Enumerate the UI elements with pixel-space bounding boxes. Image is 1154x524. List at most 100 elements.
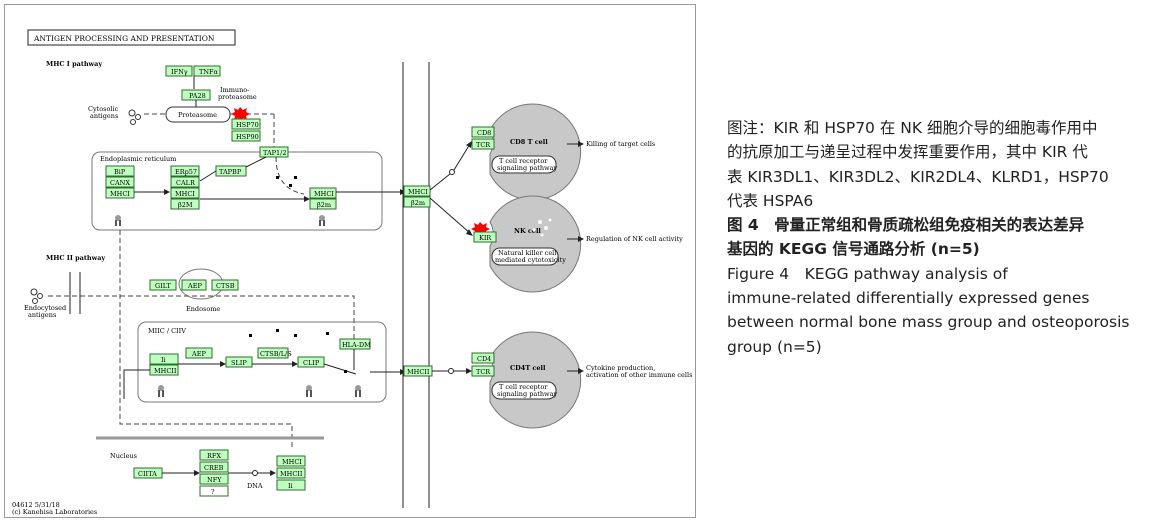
gene-tap12[interactable]: TAP1/2	[259, 146, 289, 158]
svg-text:HSP70: HSP70	[236, 121, 259, 129]
svg-text:CTSB/L/S: CTSB/L/S	[260, 350, 292, 358]
mhci-molecule-icon	[319, 215, 325, 226]
nk-cell-shape	[489, 195, 582, 293]
tap-to-mhci-dashed	[275, 156, 305, 195]
gene-b2m-load[interactable]: β2m	[309, 198, 337, 210]
gene-ciita[interactable]: CIITA	[133, 467, 163, 479]
gene-pa28[interactable]: PA28	[181, 89, 211, 101]
gene-ii[interactable]: Ii	[149, 353, 179, 365]
gene-b2m-er[interactable]: β2M	[170, 198, 200, 210]
gene-clip[interactable]: CLIP	[297, 356, 325, 368]
nk-granules	[532, 218, 552, 237]
gene-calr[interactable]: CALR	[170, 176, 200, 188]
gene-ctsbls[interactable]: CTSB/L/S	[257, 347, 292, 359]
caption-line-3: 表 KIR3DL1、KIR3DL2、KIR2DL4、KLRD1，HSP70	[727, 167, 1109, 186]
mhc1-section-label: MHC I pathway	[46, 60, 102, 68]
svg-text:Ii: Ii	[288, 482, 293, 490]
gene-mhci-er[interactable]: MHCI	[105, 187, 135, 199]
gene-aep2[interactable]: AEP	[185, 347, 213, 359]
gene-mhcii-surf[interactable]: MHCII	[403, 365, 433, 377]
endocytosed-label-2: antigens	[28, 311, 56, 319]
svg-text:CALR: CALR	[176, 179, 196, 187]
gene-aep1[interactable]: AEP	[181, 279, 207, 291]
gene-cd4[interactable]: CD4	[471, 352, 495, 364]
proteasome-label: Proteasome	[178, 111, 217, 119]
peptide-dot-3	[294, 176, 297, 179]
gene-tapbp[interactable]: TAPBP	[215, 165, 247, 177]
pathway-title-box	[27, 29, 236, 46]
cytosolic-antigen-icon	[128, 109, 141, 125]
kegg-pathway-figure: ANTIGEN PROCESSING AND PRESENTATION MHC …	[4, 4, 696, 518]
gene-mhci-load[interactable]: MHCI	[309, 187, 337, 199]
gene-rfx[interactable]: RFX	[199, 449, 229, 461]
svg-text:MHCI: MHCI	[110, 190, 130, 198]
svg-text:CD8: CD8	[477, 129, 491, 137]
gene-mhcii1[interactable]: MHCII	[149, 364, 179, 376]
er-arrowhead-1	[164, 189, 170, 195]
mhci-to-cd8-line	[429, 173, 451, 191]
svg-text:MHCI: MHCI	[282, 458, 302, 466]
svg-text:AEP: AEP	[191, 350, 206, 358]
svg-text:CIITA: CIITA	[138, 470, 157, 478]
gene-tcr1[interactable]: TCR	[471, 138, 495, 150]
gene-ctsb[interactable]: CTSB	[211, 279, 239, 291]
gene-cd8[interactable]: CD8	[471, 126, 495, 138]
nk-pathway-label: Natural killer cell	[498, 249, 556, 257]
svg-text:TCR: TCR	[476, 141, 491, 149]
caption-line-8: immune-related differentially expressed …	[727, 289, 1090, 308]
gene-b2m-surf[interactable]: β2m	[403, 196, 431, 208]
gene-canx[interactable]: CANX	[105, 176, 135, 188]
caption-line-10: group (n=5)	[727, 337, 822, 356]
gene-mhcii-nuc[interactable]: MHCII	[276, 467, 306, 479]
gene-hladm[interactable]: HLA-DM	[339, 338, 371, 350]
endosome-label: Endosome	[186, 305, 220, 313]
svg-text:MHCII: MHCII	[154, 367, 177, 375]
cytosolic-label: Cytosolic	[88, 105, 119, 113]
genes-arrowhead	[270, 470, 276, 476]
svg-text:β2m: β2m	[317, 201, 331, 209]
miic-surface-arrowhead	[400, 369, 406, 375]
gene-bip[interactable]: BiP	[105, 165, 135, 177]
immunoproteasome-label-2: proteasome	[218, 93, 257, 101]
mhci-cd8-junction	[449, 169, 455, 175]
svg-text:NFY: NFY	[207, 476, 222, 484]
gene-tnfa[interactable]: TNFα	[193, 65, 221, 77]
nk-pathway-label-2: mediated cytotoxicity	[495, 256, 566, 264]
gene-ifng[interactable]: IFNγ	[165, 65, 193, 77]
svg-text:KIR: KIR	[479, 234, 492, 242]
endocytosed-antigen-icon	[30, 288, 43, 304]
gene-kir[interactable]: KIR	[473, 231, 497, 243]
nk-cell-label: NK cell	[514, 227, 541, 235]
svg-text:TAPBP: TAPBP	[219, 168, 242, 176]
cd8-t-cell-shape	[489, 103, 582, 201]
junction-to-tcr-line	[453, 143, 471, 171]
complex-arrowhead	[194, 470, 200, 476]
gene-slip[interactable]: SLIP	[225, 356, 253, 368]
gene-creb[interactable]: CREB	[199, 461, 229, 473]
footer-id: 04612 5/31/18	[12, 501, 60, 509]
svg-text:HLA-DM: HLA-DM	[342, 341, 371, 349]
svg-text:MHCI: MHCI	[408, 188, 428, 196]
gene-tcr2[interactable]: TCR	[471, 365, 495, 377]
gene-hsp90[interactable]: HSP90	[231, 130, 261, 142]
gene-gilt[interactable]: GILT	[149, 279, 177, 291]
dna-label: DNA	[247, 482, 263, 490]
gene-erp57[interactable]: ERp57	[170, 165, 200, 177]
svg-text:AEP: AEP	[187, 282, 202, 290]
regulation-arrowhead	[578, 236, 584, 242]
tcr2-arrowhead	[466, 368, 472, 374]
gene-mhci-nuc[interactable]: MHCI	[276, 455, 306, 467]
erp-to-tapbp-line	[199, 170, 217, 182]
gene-unknown[interactable]: ?	[199, 485, 229, 497]
gene-mhci-er2[interactable]: MHCI	[170, 187, 200, 199]
er-compartment	[91, 151, 383, 231]
gene-nfy[interactable]: NFY	[199, 473, 229, 485]
svg-text:CANX: CANX	[110, 179, 130, 187]
miic-peptides	[249, 329, 347, 373]
svg-text:MHCII: MHCII	[280, 470, 303, 478]
cytokine-label: Cytokine production,	[586, 364, 655, 372]
caption-line-6: 基因的 KEGG 信号通路分析 (n=5)	[727, 240, 980, 259]
gene-ii-nuc[interactable]: Ii	[276, 479, 306, 491]
gene-hsp70[interactable]: HSP70	[231, 118, 261, 130]
gene-mhci-surf[interactable]: MHCI	[403, 185, 431, 197]
